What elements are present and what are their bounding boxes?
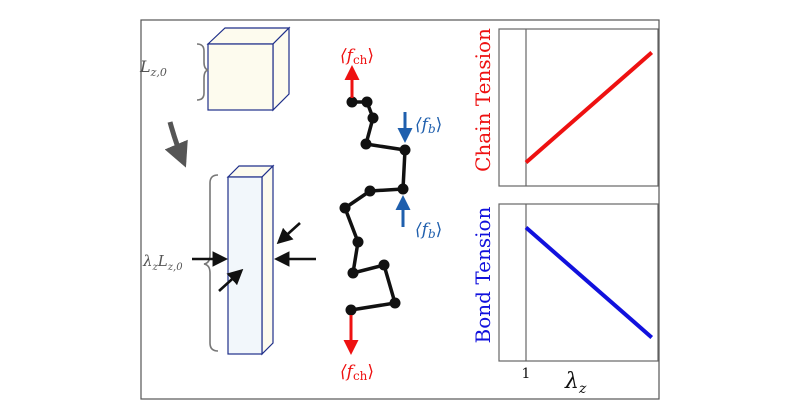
brace-lambda xyxy=(203,174,219,352)
chart-bond-tension: Bond Tension 1 λz xyxy=(471,203,659,397)
chart-bottom-ylabel: Bond Tension xyxy=(471,206,495,343)
bead xyxy=(339,202,351,214)
bead xyxy=(389,297,401,309)
bond-tension-line xyxy=(524,226,654,339)
chain-backbone xyxy=(343,100,407,312)
bead xyxy=(345,304,357,316)
stretched-column xyxy=(226,164,275,356)
chain-tension-line xyxy=(524,51,654,164)
figure-frame xyxy=(140,19,660,400)
chart-chain-tension: Chain Tension xyxy=(471,28,659,187)
compress-arrow-back xyxy=(276,222,301,245)
bead xyxy=(399,144,411,156)
label-lz0: Lz,0 xyxy=(139,57,167,79)
bead xyxy=(347,267,359,279)
compress-arrow-front xyxy=(218,268,244,292)
label-fch-bottom: ⟨fch⟩ xyxy=(340,362,374,383)
label-fb-bottom: ⟨fb⟩ xyxy=(415,220,442,241)
x-axis-label: λz xyxy=(564,369,587,397)
bead xyxy=(364,185,376,197)
brace-lz0 xyxy=(196,43,209,101)
bead xyxy=(367,112,379,124)
bead xyxy=(361,96,373,108)
bead xyxy=(360,138,372,150)
x-tick-1: 1 xyxy=(522,366,531,382)
label-fch-top: ⟨fch⟩ xyxy=(340,46,374,67)
chart-top-frame xyxy=(498,28,659,187)
label-fb-top: ⟨fb⟩ xyxy=(415,115,442,136)
deformation-arrow xyxy=(164,121,188,168)
cube xyxy=(206,26,291,112)
bead xyxy=(346,96,358,108)
bead xyxy=(397,183,409,195)
chart-top-ylabel: Chain Tension xyxy=(471,28,495,172)
label-lambda-lz0: λzLz,0 xyxy=(142,252,183,273)
bead xyxy=(378,259,390,271)
chain-beads xyxy=(339,96,411,316)
bead xyxy=(352,236,364,248)
chart-bottom-frame xyxy=(498,203,659,362)
